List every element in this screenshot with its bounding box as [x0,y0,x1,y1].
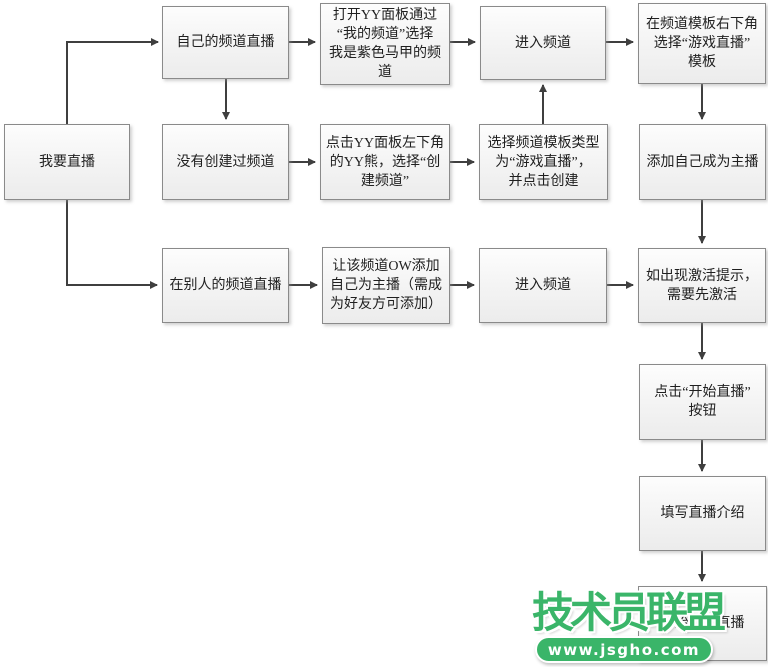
flow-node-activate: 如出现激活提示， 需要先激活 [638,248,766,323]
flow-node-choose-template: 在频道模板右下角 选择“游戏直播” 模板 [638,3,766,84]
flow-node-enter-channel-1: 进入频道 [480,6,606,80]
flow-node-no-channel: 没有创建过频道 [162,124,289,200]
flow-node-fill-intro: 填写直播介绍 [639,476,766,551]
flow-node-start: 我要直播 [4,124,130,200]
flow-node-others-channel: 在别人的频道直播 [162,248,289,323]
arrow-start-to-others-channel [66,200,158,289]
watermark-logo-text: 技术员联盟 [532,588,726,637]
flow-node-add-self-anchor: 添加自己成为主播 [639,124,766,200]
arrow-start-to-own-channel [66,38,159,124]
flow-node-open-panel: 打开YY面板通过 “我的频道”选择 我是紫色马甲的频 道 [320,3,450,85]
flow-node-click-start-live: 点击“开始直播” 按钮 [639,364,766,440]
watermark: 技术员联盟 www.jsgho.com [528,590,768,667]
flow-node-enter-channel-2: 进入频道 [479,248,607,323]
flow-node-click-yy-bear: 点击YY面板左下角 的YY熊，选择“创 建频道” [320,124,450,200]
watermark-site-url: www.jsgho.com [535,636,713,663]
flow-node-own-channel: 自己的频道直播 [162,6,289,79]
flow-node-ow-add-anchor: 让该频道OW添加 自己为主播（需成 为好友方可添加） [322,247,450,324]
flow-node-select-template-type: 选择频道模板类型 为“游戏直播”， 并点击创建 [479,124,608,200]
